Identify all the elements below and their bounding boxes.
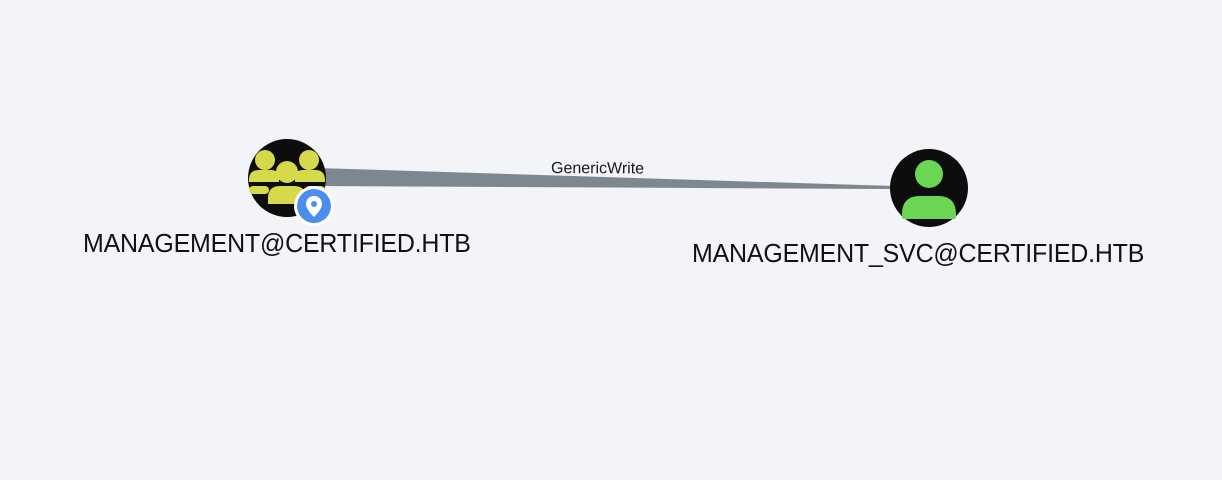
node-label-management-svc: MANAGEMENT_SVC@CERTIFIED.HTB <box>692 238 1145 268</box>
edge-label: GenericWrite <box>551 160 644 177</box>
node-label-management: MANAGEMENT@CERTIFIED.HTB <box>83 228 471 258</box>
edge-genericwrite[interactable]: GenericWrite <box>318 160 892 189</box>
location-pin-icon <box>294 186 334 226</box>
edge-line[interactable] <box>318 168 892 189</box>
user-icon <box>902 160 956 219</box>
node-management-group[interactable] <box>248 139 334 226</box>
node-management-svc-user[interactable] <box>890 149 968 227</box>
